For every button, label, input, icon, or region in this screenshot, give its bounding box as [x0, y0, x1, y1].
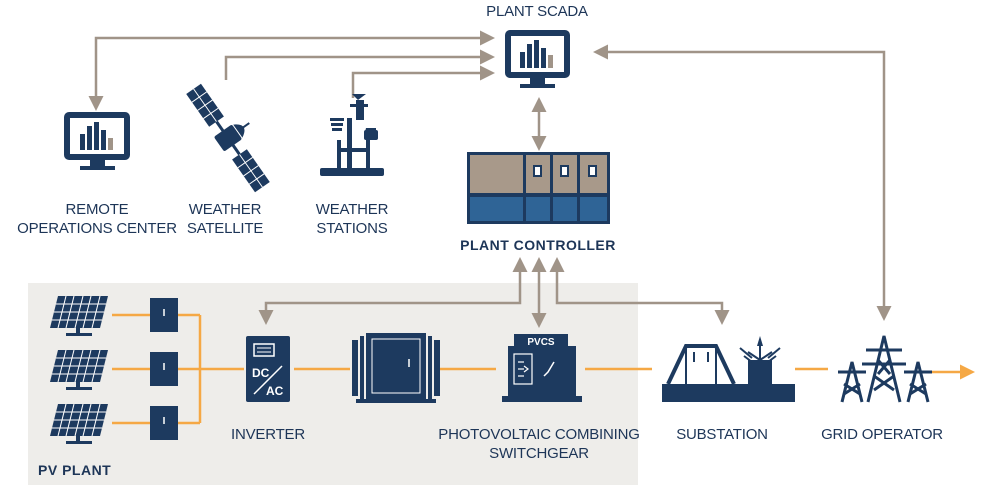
power-lines [112, 313, 975, 425]
pvcs-label: PVCS [527, 337, 555, 348]
substation-icon [662, 336, 795, 402]
link-remote-scada [88, 30, 495, 111]
link-controller-substation [549, 257, 730, 325]
satellite-icon [186, 83, 270, 193]
plant-scada-monitor-icon [505, 30, 570, 88]
weather-station-icon [320, 94, 384, 176]
weather-satellite-line2: SATELLITE [186, 220, 264, 237]
remote-operations-monitor-icon [64, 112, 130, 170]
communication-links [88, 30, 892, 328]
grid-operator-label: GRID OPERATOR [821, 426, 943, 443]
pvcs-name-line1: PHOTOVOLTAIC COMBINING [438, 426, 640, 443]
combiner-box-icon [150, 406, 178, 440]
plant-controller-label: PLANT CONTROLLER [460, 237, 616, 253]
transformer-icon [352, 333, 440, 403]
pvcs-name-line2: SWITCHGEAR [489, 445, 589, 462]
remote-operations-line1: REMOTE [65, 201, 129, 218]
weather-stations-line1: WEATHER [315, 201, 389, 218]
weather-satellite-line1: WEATHER [188, 201, 262, 218]
plant-controller-cabinet-icon [467, 152, 610, 224]
link-stations-scada [351, 65, 495, 98]
combiner-box-icon [150, 298, 178, 332]
pv-plant-label: PV PLANT [38, 462, 112, 478]
plant-scada-text: PLANT SCADA [486, 3, 588, 20]
inverter-label: INVERTER [231, 426, 305, 443]
inverter-dc-label: DC [252, 366, 270, 380]
combiner-box-icon [150, 352, 178, 386]
weather-stations-line2: STATIONS [316, 220, 388, 237]
solar-panel-icon [50, 403, 108, 444]
remote-operations-line2: OPERATIONS CENTER [17, 220, 177, 237]
link-satellite-scada [224, 49, 495, 80]
plant-scada-label: PLANT SCADA [486, 2, 588, 21]
substation-label: SUBSTATION [676, 426, 768, 443]
link-scada-grid [593, 44, 892, 321]
weather-satellite-label: WEATHER SATELLITE [187, 200, 263, 238]
solar-panel-icon [50, 295, 108, 336]
inverter-icon: DC AC [246, 336, 290, 402]
pvcs-switchgear-icon: PVCS [502, 334, 582, 402]
inverter-ac-label: AC [266, 384, 284, 398]
weather-stations-label: WEATHER STATIONS [316, 200, 389, 238]
solar-panel-icon [50, 349, 108, 390]
link-controller-inverter [258, 257, 528, 325]
transmission-tower-icon [838, 335, 932, 403]
remote-operations-label: REMOTE OPERATIONS CENTER [17, 200, 177, 238]
pvcs-name-label: PHOTOVOLTAIC COMBINING SWITCHGEAR [438, 425, 640, 463]
